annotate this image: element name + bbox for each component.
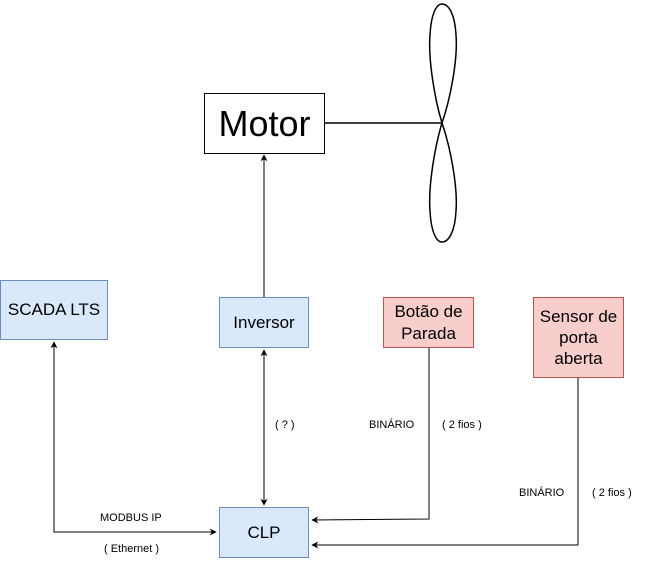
sensor-wires-label: ( 2 fios ) [592, 487, 632, 499]
inversor-clp-label: ( ? ) [275, 419, 295, 431]
inversor-label: Inversor [233, 312, 295, 332]
sensor-porta-label-line2: porta [559, 327, 598, 347]
scada-protocol-label: MODBUS IP [100, 512, 162, 524]
sensor-porta-label-line1: Sensor de [539, 306, 618, 326]
sensor-signal-type-label: BINÁRIO [519, 487, 565, 499]
edge-scada-clp [50, 341, 217, 536]
botao-wires-label: ( 2 fios ) [442, 419, 482, 431]
botao-parada-label-line1: Botão de [394, 302, 463, 322]
edge-sensor-clp [311, 377, 579, 549]
scada-lts-node: SCADA LTS [0, 280, 108, 340]
scada-lts-label: SCADA LTS [7, 300, 101, 320]
clp-label: CLP [247, 522, 281, 542]
botao-signal-type-label: BINÁRIO [369, 419, 415, 431]
motor-node: Motor [204, 93, 325, 154]
scada-medium-label: ( Ethernet ) [104, 543, 160, 555]
botao-parada-label-line2: Parada [401, 323, 456, 343]
motor-label: Motor [218, 103, 311, 144]
botao-parada-node: Botão de Parada [383, 297, 474, 348]
clp-node: CLP [219, 507, 309, 558]
sensor-porta-node: Sensor de porta aberta [533, 297, 624, 378]
inversor-node: Inversor [219, 297, 309, 348]
fan-propeller-icon [324, 3, 458, 243]
edge-botao-clp [311, 347, 430, 524]
sensor-porta-label-line3: aberta [554, 349, 603, 369]
